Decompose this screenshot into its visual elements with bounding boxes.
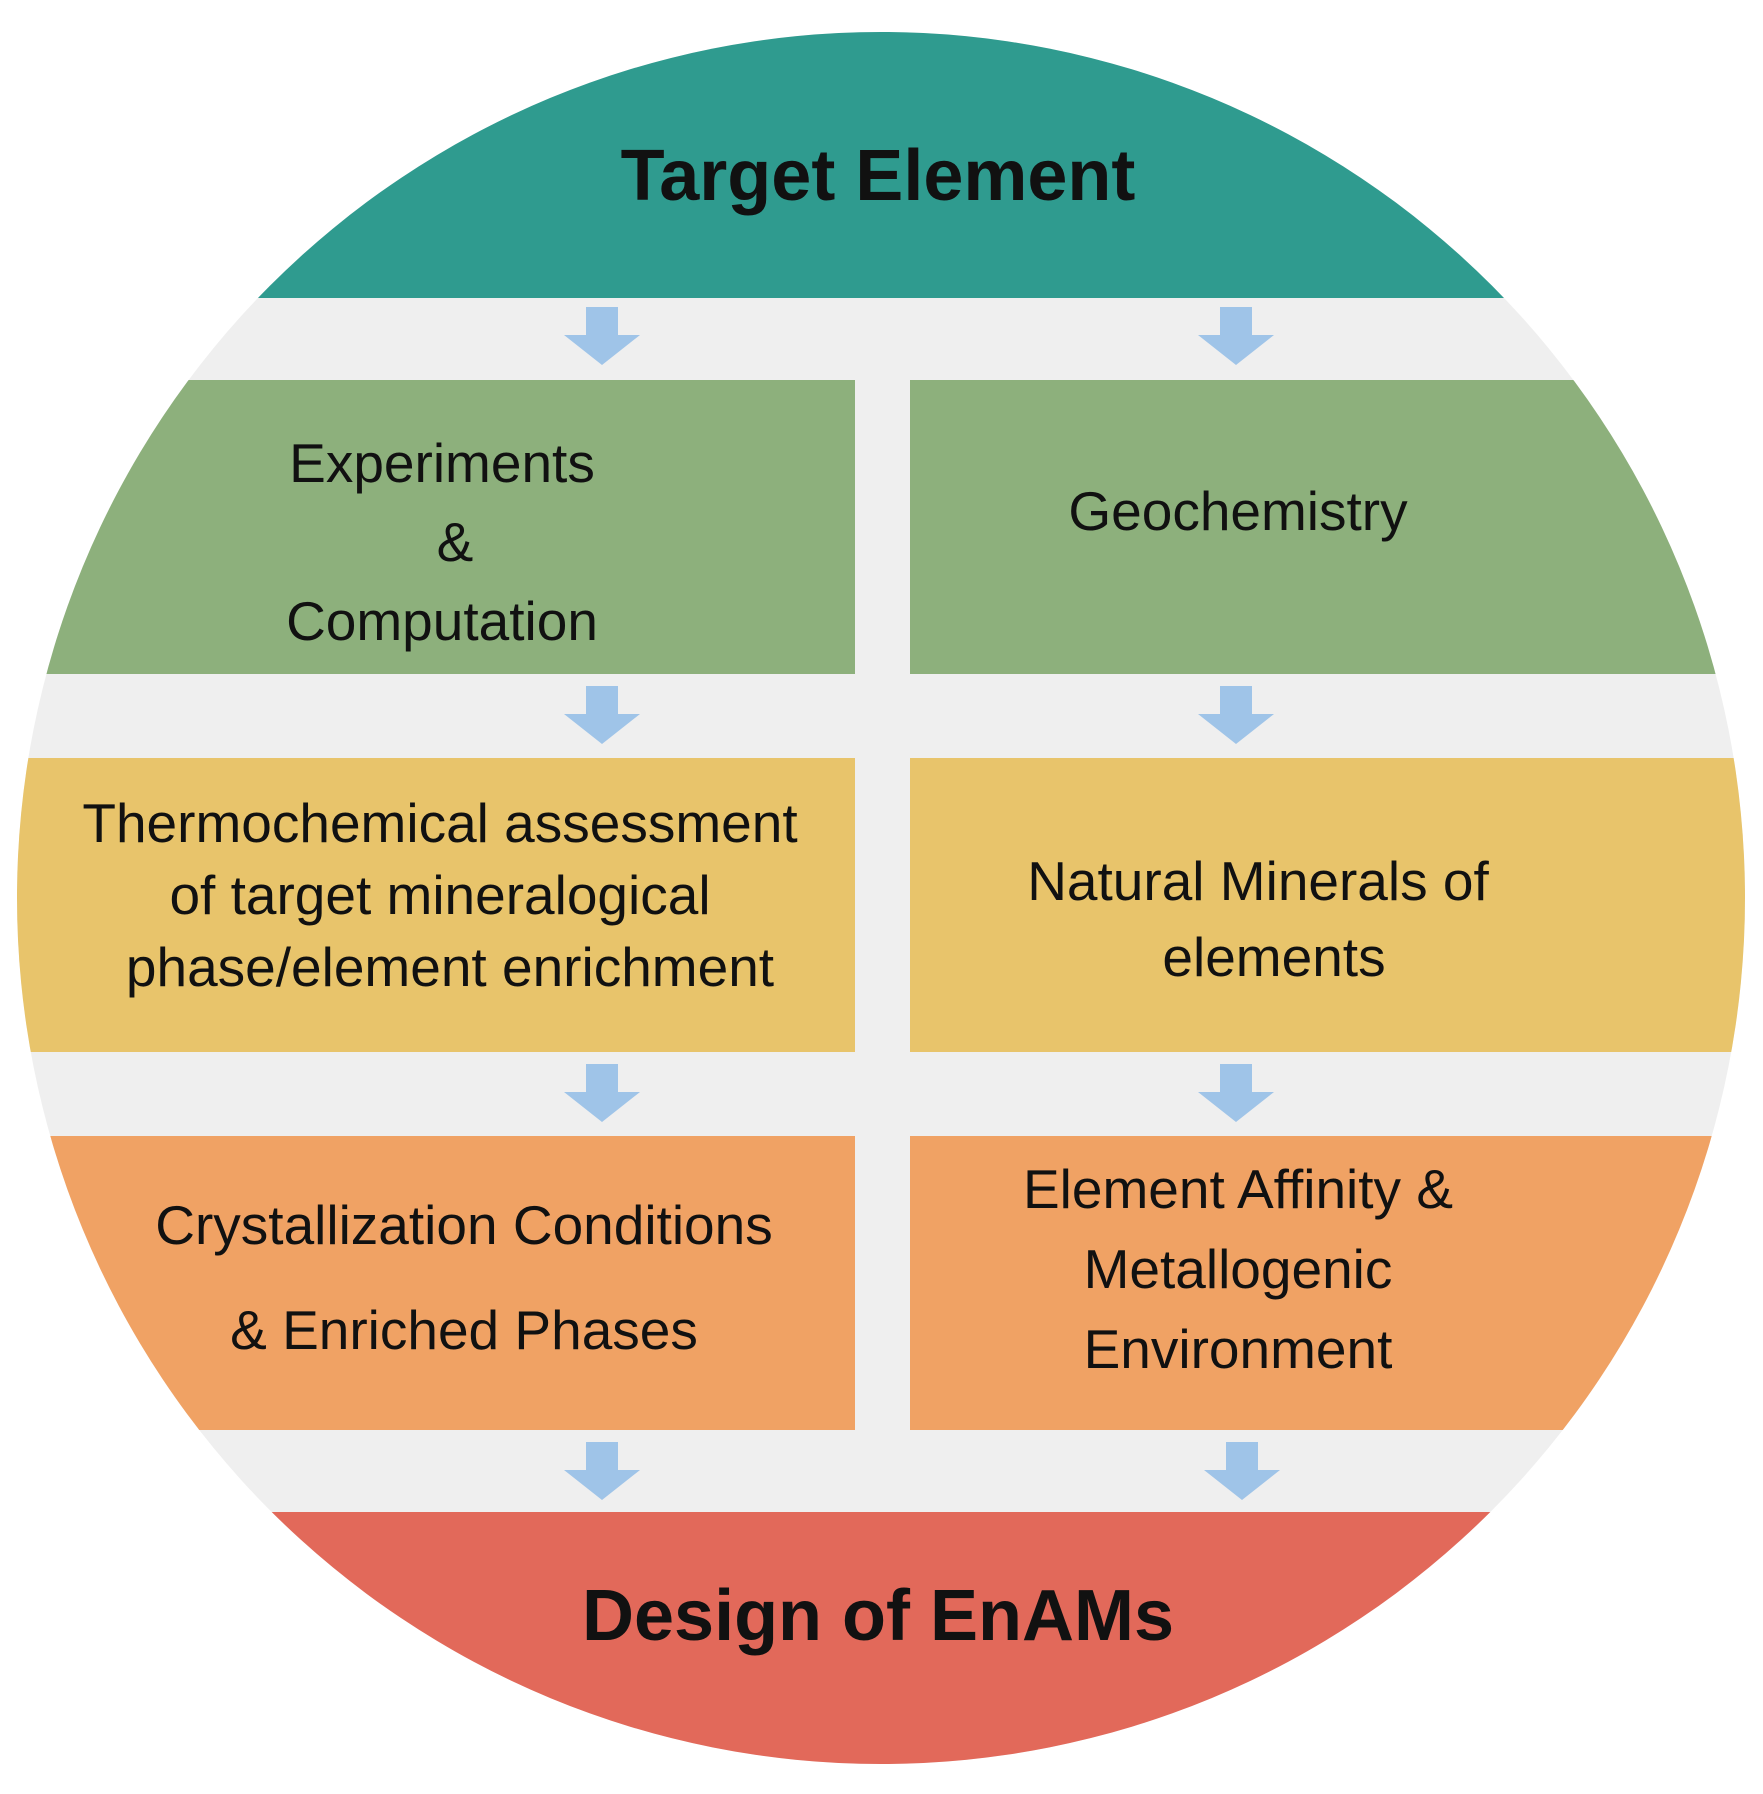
down-arrow-icon [564, 307, 640, 365]
down-arrow-icon [564, 1442, 640, 1500]
design-enams-label: Design of EnAMs [582, 1576, 1174, 1656]
thermochemical-line-2: of target mineralogical [169, 864, 710, 926]
target-element-label: Target Element [621, 136, 1136, 216]
element-affinity-line-1: Element Affinity & [1023, 1158, 1453, 1220]
down-arrow-icon [1198, 686, 1274, 744]
crystallization-line-1: Crystallization Conditions [155, 1194, 773, 1256]
thermochemical-line-1: Thermochemical assessment [82, 792, 797, 854]
geochemistry-box [910, 380, 1745, 674]
crystallization-line-2: & Enriched Phases [230, 1299, 698, 1361]
experiments-line-2: & [437, 511, 474, 573]
natural-minerals-line-1: Natural Minerals of [1027, 850, 1489, 912]
experiments-line-1: Experiments [289, 432, 595, 494]
element-affinity-line-3: Environment [1084, 1318, 1393, 1380]
crystallization-conditions-box [17, 1136, 855, 1430]
down-arrow-icon [564, 686, 640, 744]
down-arrow-icon [1204, 1442, 1280, 1500]
down-arrow-icon [564, 1064, 640, 1122]
element-affinity-line-2: Metallogenic [1084, 1238, 1393, 1300]
geochemistry-label: Geochemistry [1068, 480, 1408, 542]
down-arrow-icon [1198, 307, 1274, 365]
experiments-computation-box [17, 380, 855, 674]
down-arrow-icon [1198, 1064, 1274, 1122]
thermochemical-assessment-box [17, 758, 855, 1052]
natural-minerals-line-2: elements [1162, 926, 1385, 988]
experiments-line-3: Computation [286, 590, 598, 652]
thermochemical-line-3: phase/element enrichment [126, 936, 774, 998]
natural-minerals-box [910, 758, 1745, 1052]
